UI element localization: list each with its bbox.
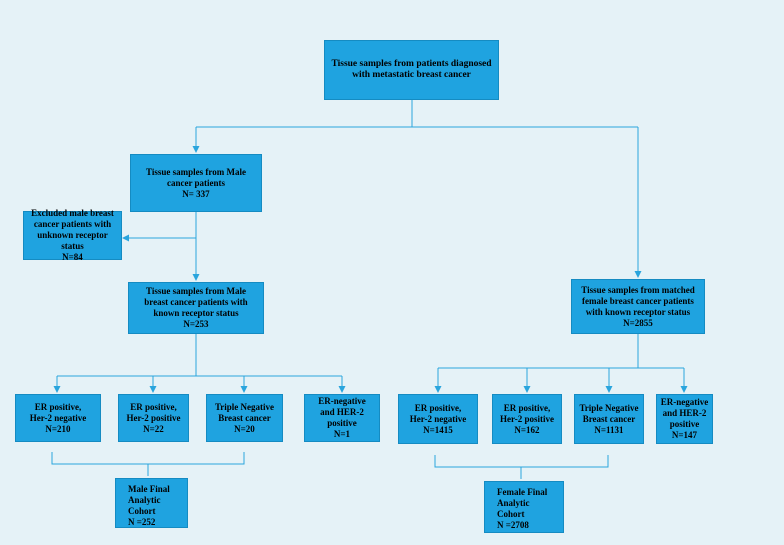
male-er-pos-her2-neg-box: ER positive, Her-2 negative N=210: [15, 394, 101, 442]
male-er-pos-her2-pos-box: ER positive, Her-2 positive N=22: [118, 394, 189, 442]
female-cohort-bracket: [434, 455, 609, 468]
male-er-neg-her2-pos-box: ER-negative and HER-2 positive N=1: [304, 394, 380, 442]
male-final-cohort-box: Male Final Analytic Cohort N =252: [115, 478, 188, 528]
excluded-box: Excluded male breast cancer patients wit…: [23, 208, 122, 262]
female-triple-negative-box: Triple Negative Breast cancer N=1131: [574, 394, 644, 444]
male-patients-box: Tissue samples from Male cancer patients…: [130, 154, 262, 212]
male-known-status-box: Tissue samples from Male breast cancer p…: [128, 282, 264, 334]
female-final-cohort-box: Female Final Analytic Cohort N =2708: [484, 481, 564, 533]
male-triple-negative-box: Triple Negative Breast cancer N=20: [206, 394, 283, 442]
root-box: Tissue samples from patients diagnosed w…: [324, 40, 499, 100]
female-er-pos-her2-neg-box: ER positive, Her-2 negative N=1415: [398, 394, 478, 444]
female-er-pos-her2-pos-box: ER positive, Her-2 positive N=162: [492, 394, 562, 444]
female-known-status-box: Tissue samples from matched female breas…: [571, 279, 705, 334]
female-er-neg-her2-pos-box: ER-negative and HER-2 positive N=147: [656, 394, 713, 444]
male-cohort-bracket: [51, 452, 245, 465]
